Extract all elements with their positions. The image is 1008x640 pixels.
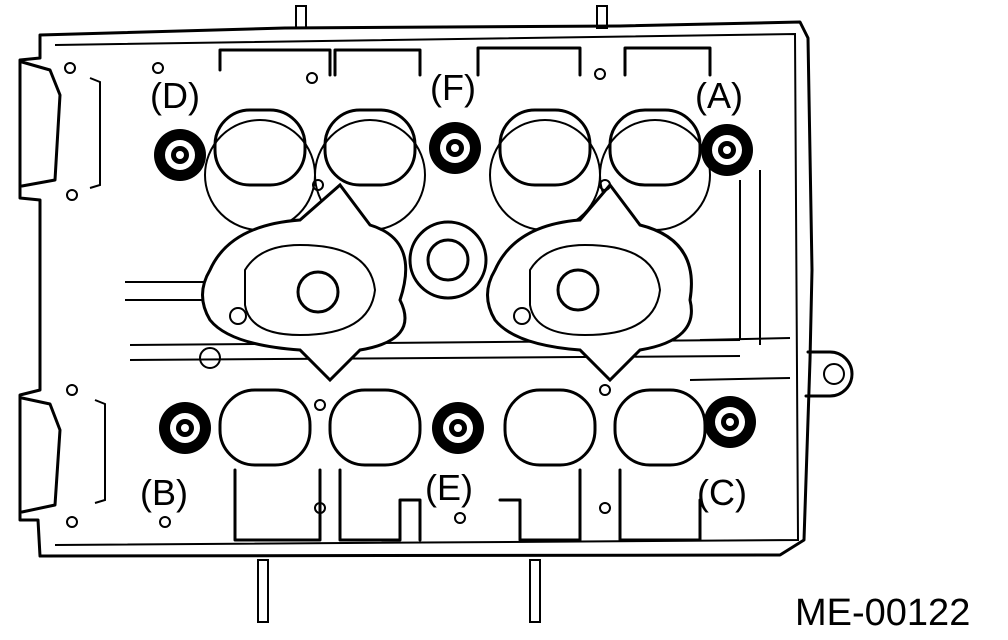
label-c: (C) [697,472,747,513]
head-outline [18,20,854,558]
label-d: (D) [150,75,200,116]
small-holes [64,62,611,528]
bolt-c [704,396,756,448]
label-b: (B) [140,472,188,513]
label-a: (A) [695,75,743,116]
bolt-d [154,129,206,181]
bolt-f [429,122,481,174]
bolt-a [701,124,753,176]
bolt-b [159,402,211,454]
label-e: (E) [425,467,473,508]
center-plates [201,182,693,383]
bolt-e [432,402,484,454]
ports-bottom [218,388,707,542]
figure-code: ME-00122 [795,592,970,634]
label-f: (F) [430,67,476,108]
